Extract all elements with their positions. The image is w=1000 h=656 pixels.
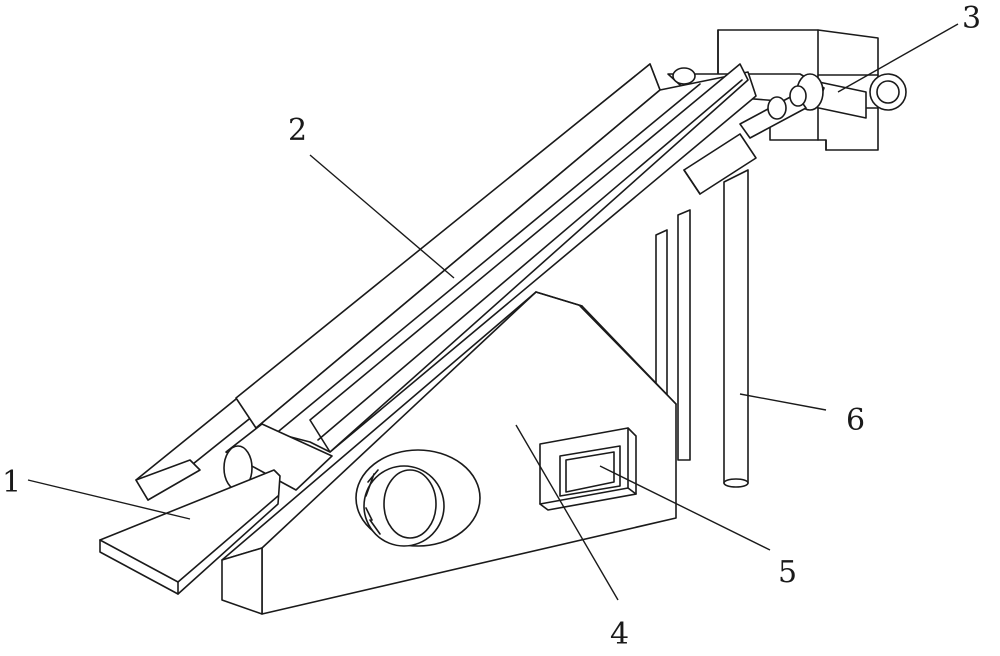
label-2: 2 xyxy=(288,113,307,148)
label-1: 1 xyxy=(2,465,21,500)
base-frame xyxy=(221,291,677,615)
label-4: 4 xyxy=(610,617,629,652)
label-3: 3 xyxy=(962,1,981,36)
label-6: 6 xyxy=(846,403,865,438)
discharge-plate xyxy=(99,469,281,595)
air-cylinder xyxy=(683,133,757,195)
leader-lines xyxy=(27,23,959,601)
piston-rod xyxy=(739,85,807,139)
label-5: 5 xyxy=(778,555,797,590)
conveyor-chute xyxy=(135,63,757,501)
